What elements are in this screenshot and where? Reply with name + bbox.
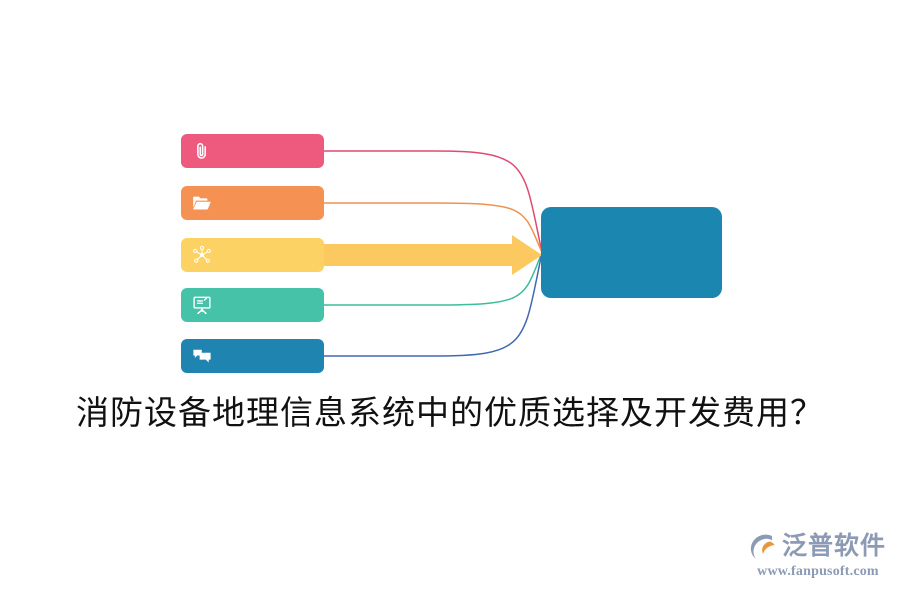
watermark-brand-name: 泛普软件 (782, 533, 887, 560)
source-node-3[interactable] (181, 238, 324, 272)
fanpu-logo-icon (748, 532, 778, 562)
convergence-diagram (181, 134, 722, 373)
connector-lines (322, 150, 543, 357)
target-node[interactable] (541, 207, 722, 298)
source-node-4[interactable] (181, 288, 324, 322)
folder-open-icon (191, 192, 213, 214)
watermark: 泛普软件 www.fanpusoft.com (748, 532, 888, 588)
connector-line (323, 150, 543, 254)
connector-line (323, 202, 543, 254)
connector-line (323, 251, 543, 357)
chat-bubbles-icon (191, 345, 213, 367)
source-node-2[interactable] (181, 186, 324, 220)
page-title: 消防设备地理信息系统中的优质选择及开发费用？ (76, 396, 824, 432)
network-hub-icon (191, 244, 213, 266)
paperclip-icon (191, 140, 213, 162)
source-node-1[interactable] (181, 134, 324, 168)
emphasis-arrow (322, 235, 542, 275)
watermark-brand-row: 泛普软件 (748, 532, 886, 562)
watermark-url: www.fanpusoft.com (757, 564, 879, 579)
presentation-board-icon (191, 294, 213, 316)
connector-line (323, 251, 543, 306)
source-node-5[interactable] (181, 339, 324, 373)
